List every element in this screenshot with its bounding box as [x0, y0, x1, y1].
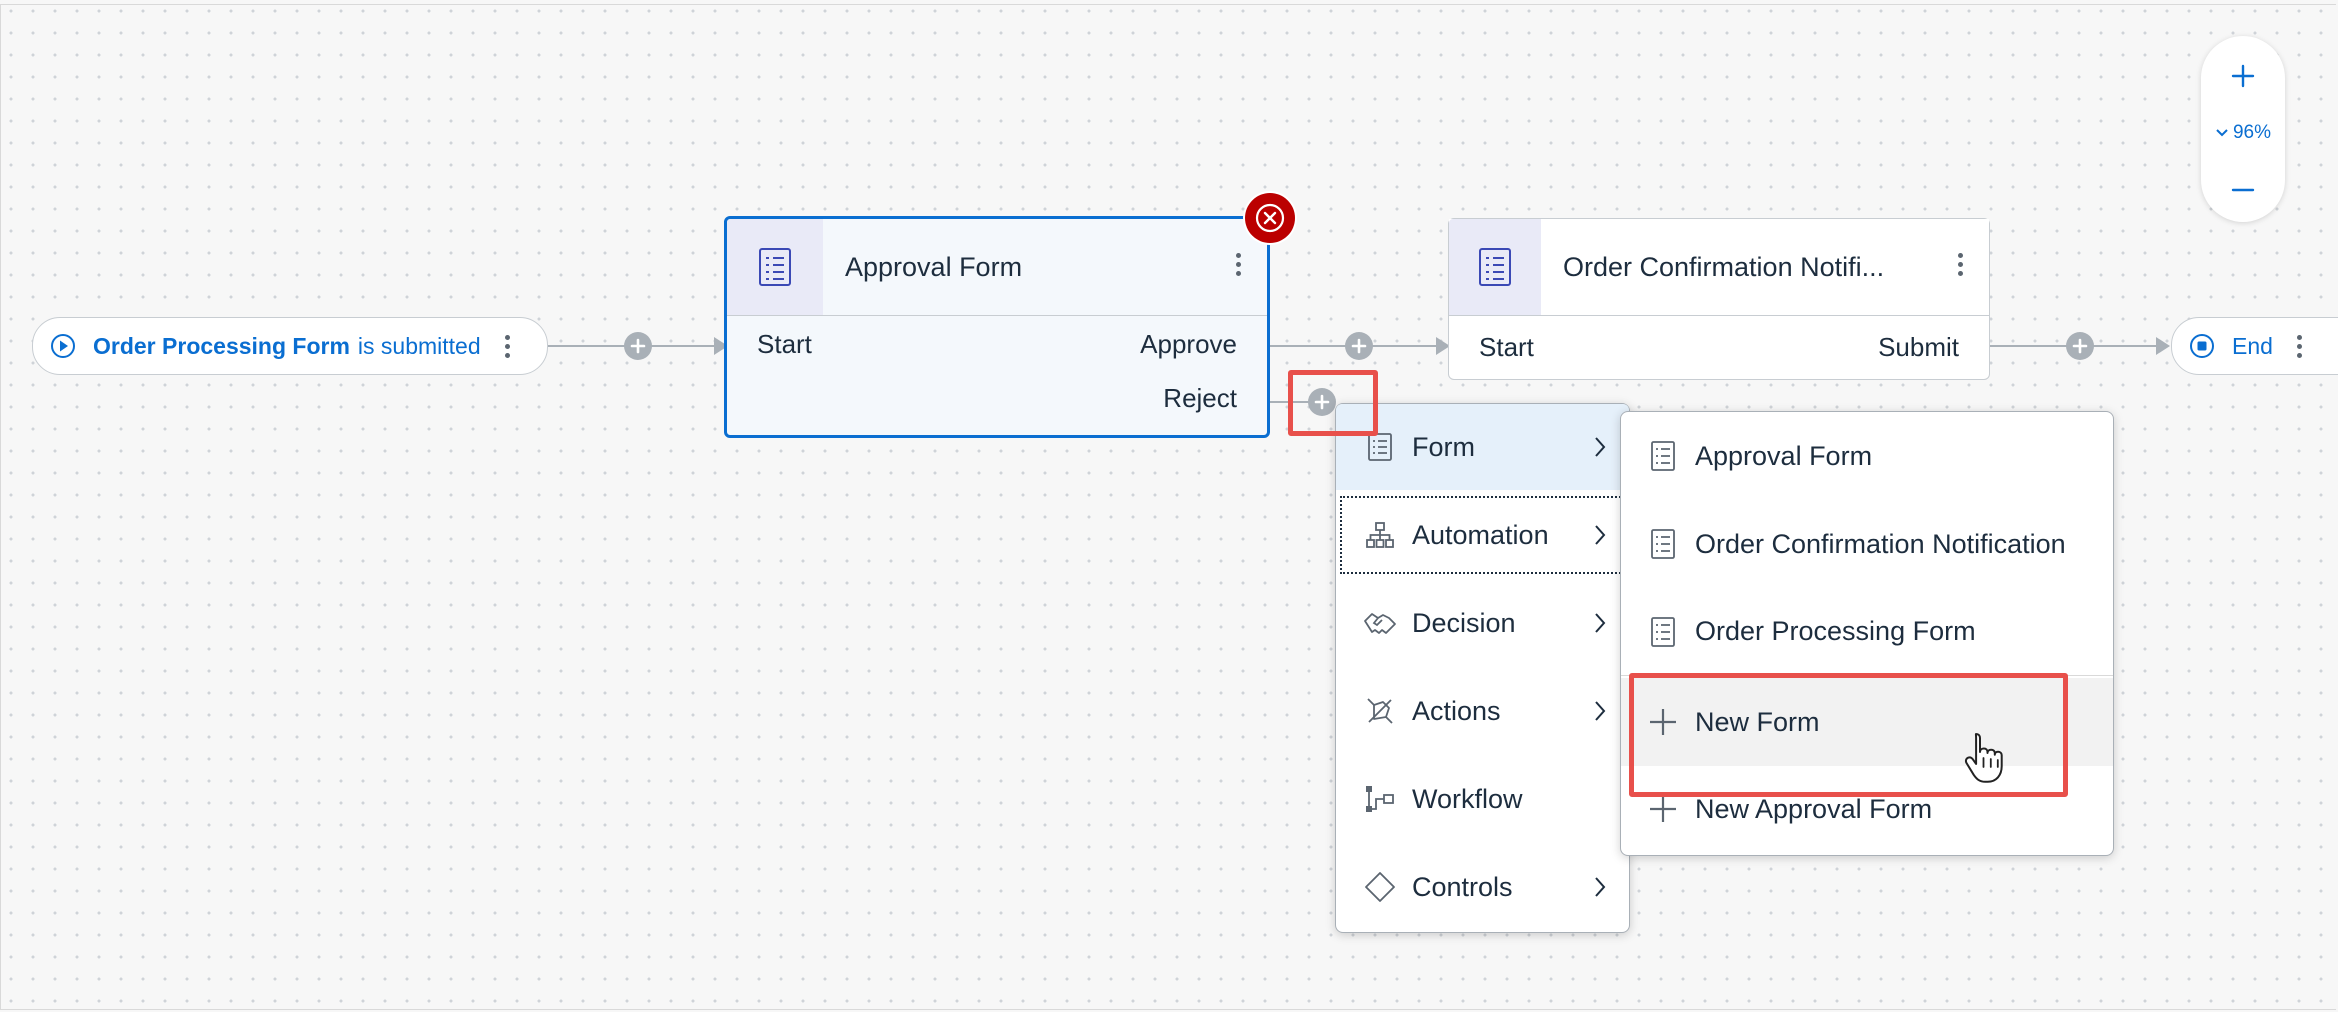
- decision-icon: [1360, 609, 1400, 637]
- menu-item-form[interactable]: Form: [1336, 404, 1629, 490]
- add-step-button[interactable]: [624, 332, 652, 360]
- form-icon: [1643, 528, 1683, 560]
- submenu-item-approval-form[interactable]: Approval Form: [1621, 412, 2113, 500]
- actions-icon: [1360, 696, 1400, 726]
- add-step-button[interactable]: [1345, 332, 1373, 360]
- zoom-out-button[interactable]: [2213, 160, 2273, 220]
- plus-icon: [1314, 394, 1330, 410]
- menu-item-label: Actions: [1412, 695, 1501, 726]
- close-icon: [1255, 203, 1285, 233]
- card-row: Start Submit: [1449, 316, 1989, 378]
- zoom-in-button[interactable]: [2213, 46, 2273, 106]
- menu-item-label: Automation: [1412, 519, 1549, 550]
- menu-item-label: Approval Form: [1695, 440, 1873, 471]
- card-more-icon[interactable]: [1229, 253, 1247, 276]
- menu-item-label: Order Confirmation Notification: [1695, 528, 2066, 559]
- plus-icon: [2072, 338, 2088, 354]
- menu-item-label: New Approval Form: [1695, 793, 1933, 824]
- connector-reject: [1270, 401, 1310, 403]
- card-title: Order Confirmation Notifi...: [1563, 251, 1885, 282]
- submenu-item-order-confirmation[interactable]: Order Confirmation Notification: [1621, 500, 2113, 588]
- end-more-icon[interactable]: [2291, 334, 2309, 358]
- card-output-submit: Submit: [1878, 331, 1959, 362]
- menu-item-decision[interactable]: Decision: [1336, 580, 1629, 666]
- zoom-level-value: 96%: [2232, 122, 2272, 143]
- connector-arrow: [2156, 337, 2170, 355]
- menu-item-label: Decision: [1412, 607, 1516, 638]
- form-icon: [1643, 440, 1683, 472]
- card-header: Order Confirmation Notifi...: [1449, 219, 1989, 316]
- menu-item-label: Form: [1412, 431, 1475, 462]
- chevron-right-icon: [1585, 611, 1615, 635]
- menu-item-label: Order Processing Form: [1695, 616, 1976, 646]
- menu-item-label: Workflow: [1412, 783, 1523, 814]
- menu-item-label: New Form: [1695, 706, 1820, 737]
- menu-item-automation[interactable]: Automation: [1336, 492, 1629, 578]
- zoom-control: 96%: [2201, 36, 2285, 222]
- delete-step-button[interactable]: [1245, 193, 1295, 243]
- chevron-right-icon: [1585, 699, 1615, 723]
- trigger-node[interactable]: Order Processing Form is submitted: [32, 317, 548, 375]
- form-icon: [1643, 616, 1683, 648]
- zoom-level-select[interactable]: 96%: [2215, 106, 2271, 160]
- play-icon: [51, 334, 75, 358]
- card-input-label: Start: [757, 328, 812, 359]
- menu-item-controls[interactable]: Controls: [1336, 844, 1629, 930]
- plus-icon: [2231, 64, 2255, 88]
- order-confirmation-card[interactable]: Order Confirmation Notifi... Start Submi…: [1448, 218, 1990, 380]
- card-icon-box: [1449, 219, 1541, 315]
- card-input-label: Start: [1479, 331, 1534, 362]
- card-row: Reject: [727, 372, 1267, 424]
- chevron-down-icon: [2216, 129, 2228, 137]
- chevron-right-icon: [1585, 523, 1615, 547]
- form-icon: [1479, 248, 1511, 286]
- plus-icon: [630, 338, 646, 354]
- chevron-right-icon: [1585, 435, 1615, 459]
- card-icon-box: [727, 219, 823, 315]
- trigger-form-name[interactable]: Order Processing Form: [93, 332, 350, 359]
- end-node[interactable]: End: [2171, 317, 2338, 375]
- controls-icon: [1360, 871, 1400, 903]
- card-header: Approval Form: [727, 219, 1267, 316]
- card-output-approve: Approve: [1140, 328, 1237, 359]
- trigger-more-icon[interactable]: [499, 334, 517, 358]
- workflow-icon: [1360, 784, 1400, 814]
- menu-item-actions[interactable]: Actions: [1336, 668, 1629, 754]
- card-title: Approval Form: [845, 251, 1023, 282]
- menu-item-workflow[interactable]: Workflow: [1336, 756, 1629, 842]
- form-icon: [759, 248, 791, 286]
- form-submenu: Approval Form Order Confirmation Notific…: [1620, 411, 2114, 856]
- submenu-item-new-approval-form[interactable]: New Approval Form: [1621, 766, 2113, 852]
- approval-form-card[interactable]: Approval Form Start Approve Reject: [724, 216, 1270, 438]
- stop-icon: [2190, 334, 2214, 358]
- add-step-button[interactable]: [2066, 332, 2094, 360]
- end-label: End: [2232, 332, 2273, 359]
- card-more-icon[interactable]: [1951, 253, 1969, 276]
- plus-icon: [1643, 794, 1683, 824]
- trigger-suffix: is submitted: [357, 332, 481, 359]
- chevron-right-icon: [1585, 875, 1615, 899]
- form-icon: [1360, 432, 1400, 462]
- automation-icon: [1360, 521, 1400, 549]
- connector-arrow: [1436, 337, 1450, 355]
- minus-icon: [2231, 188, 2255, 192]
- submenu-item-order-processing[interactable]: Order Processing Form: [1621, 588, 2113, 676]
- add-step-reject-button[interactable]: [1308, 388, 1336, 416]
- submenu-item-new-form[interactable]: New Form: [1621, 678, 2113, 766]
- plus-icon: [1351, 338, 1367, 354]
- card-output-reject: Reject: [1163, 382, 1237, 413]
- card-row: Start Approve: [727, 316, 1267, 372]
- menu-item-label: Controls: [1412, 871, 1513, 902]
- add-step-menu: Form Automation Decision Actions Workflo…: [1335, 403, 1630, 933]
- plus-icon: [1643, 707, 1683, 737]
- hand-cursor-icon: [1964, 733, 2003, 783]
